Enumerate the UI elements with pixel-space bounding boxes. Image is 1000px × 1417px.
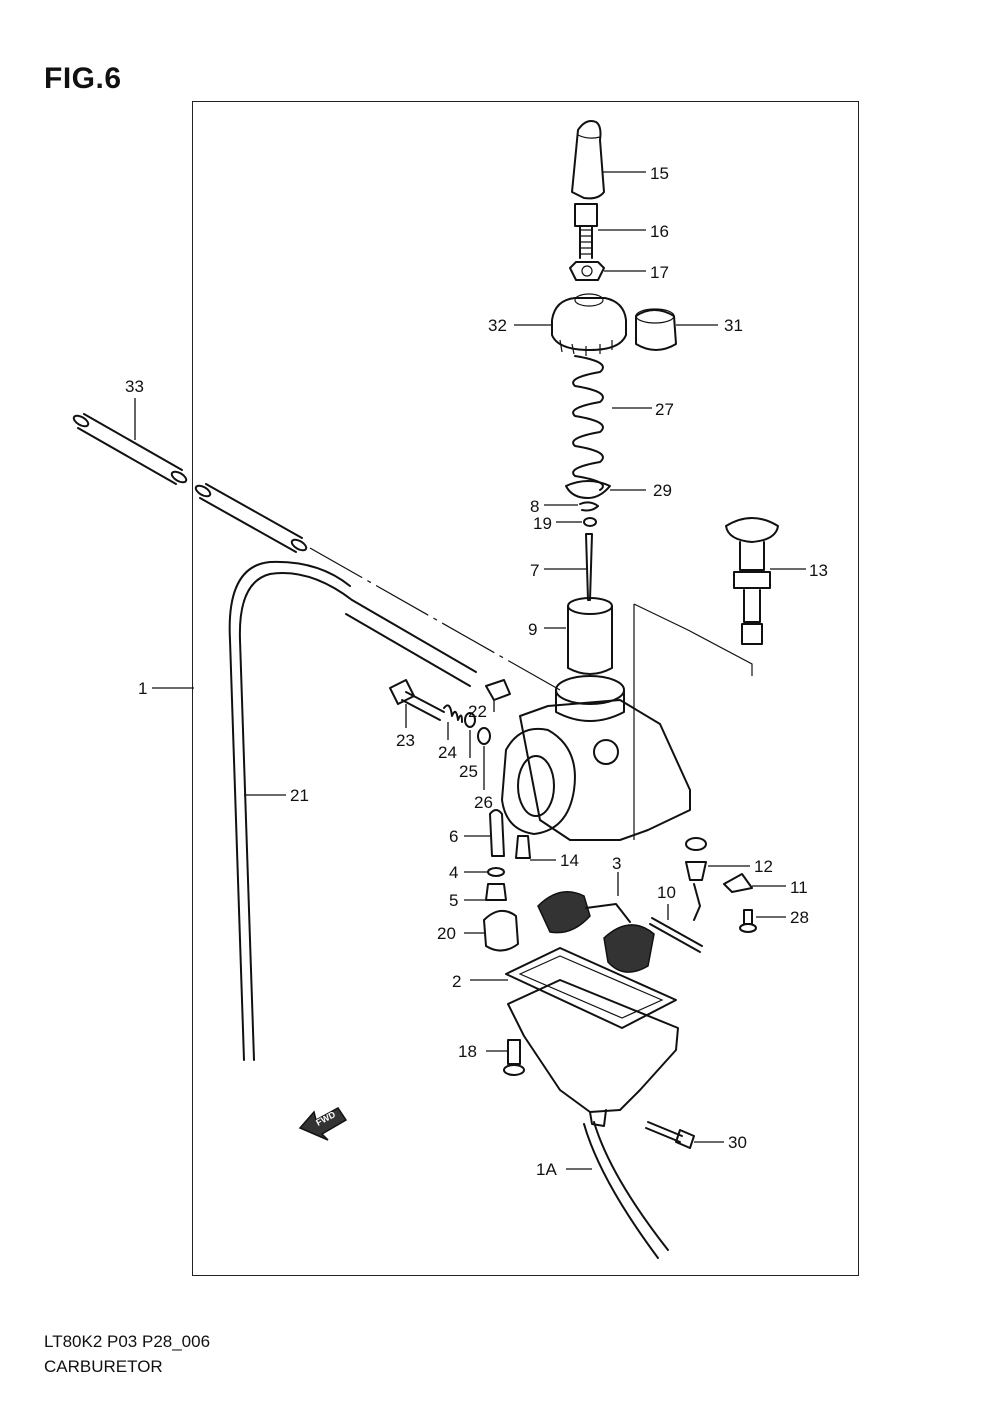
part-vent-tube-long bbox=[194, 483, 561, 691]
part-washer bbox=[583, 517, 597, 527]
callout-33: 33 bbox=[125, 377, 144, 396]
part-nut bbox=[569, 261, 605, 281]
footer-section-name: CARBURETOR bbox=[44, 1357, 163, 1376]
part-main-jet-holder bbox=[489, 809, 505, 857]
callout-25: 25 bbox=[459, 762, 478, 781]
part-float-pin bbox=[649, 917, 703, 953]
figure-title: FIG.6 bbox=[44, 62, 122, 95]
callout-labels: 15 16 17 32 31 27 8 29 19 7 13 9 33 1 22… bbox=[125, 164, 828, 1179]
callout-9: 9 bbox=[528, 620, 537, 639]
callout-24: 24 bbox=[438, 743, 457, 762]
part-rubber-boot bbox=[635, 308, 677, 351]
part-starter-plunger bbox=[725, 517, 779, 645]
part-float bbox=[537, 891, 655, 973]
callout-22: 22 bbox=[468, 702, 487, 721]
part-screw-30 bbox=[645, 1121, 695, 1149]
footer-model-code: LT80K2 P03 P28_006 bbox=[44, 1332, 211, 1351]
part-fuel-hose bbox=[228, 560, 353, 1061]
part-cap bbox=[571, 120, 605, 200]
part-pilot-jet bbox=[515, 835, 531, 859]
callout-3: 3 bbox=[612, 854, 621, 873]
part-throttle-valve bbox=[567, 597, 613, 675]
part-washer-small bbox=[477, 727, 491, 745]
callout-32: 32 bbox=[488, 316, 507, 335]
callout-15: 15 bbox=[650, 164, 669, 183]
callout-19: 19 bbox=[533, 514, 552, 533]
part-vent-tube-short bbox=[72, 413, 188, 485]
callout-13: 13 bbox=[809, 561, 828, 580]
part-adjuster-bolt bbox=[574, 203, 598, 259]
part-clip-11 bbox=[723, 873, 753, 893]
callout-23: 23 bbox=[396, 731, 415, 750]
part-washer-4 bbox=[487, 867, 505, 877]
part-pilot-screw bbox=[389, 679, 445, 721]
part-clip bbox=[579, 501, 599, 512]
part-drain-screw bbox=[503, 1039, 525, 1076]
part-top-cap bbox=[551, 293, 627, 356]
part-screw-spring bbox=[443, 704, 463, 723]
callout-16: 16 bbox=[650, 222, 669, 241]
part-cap-small bbox=[485, 679, 511, 701]
callout-11: 11 bbox=[790, 878, 808, 897]
callout-14: 14 bbox=[560, 851, 579, 870]
callout-17: 17 bbox=[650, 263, 669, 282]
part-needle-valve bbox=[685, 837, 707, 921]
part-spring-seat bbox=[565, 480, 611, 499]
callout-1A: 1A bbox=[536, 1160, 557, 1179]
callout-4: 4 bbox=[449, 863, 458, 882]
callout-27: 27 bbox=[655, 400, 674, 419]
callout-5: 5 bbox=[449, 891, 458, 910]
part-drain-hose bbox=[583, 1121, 669, 1259]
part-gasket bbox=[505, 947, 677, 1029]
callout-21: 21 bbox=[290, 786, 309, 805]
callout-18: 18 bbox=[458, 1042, 477, 1061]
part-o-ring bbox=[464, 712, 476, 728]
callout-1: 1 bbox=[138, 679, 147, 698]
callout-30: 30 bbox=[728, 1133, 747, 1152]
callout-12: 12 bbox=[754, 857, 773, 876]
callout-7: 7 bbox=[530, 561, 539, 580]
callout-6: 6 bbox=[449, 827, 458, 846]
part-carburetor-body bbox=[501, 603, 753, 841]
leader-lines bbox=[134, 171, 806, 1170]
callout-20: 20 bbox=[437, 924, 456, 943]
callout-28: 28 bbox=[790, 908, 809, 927]
callout-29: 29 bbox=[653, 481, 672, 500]
callout-10: 10 bbox=[657, 883, 676, 902]
part-spring bbox=[572, 355, 604, 491]
fwd-arrow-icon bbox=[298, 1107, 348, 1141]
callout-2: 2 bbox=[452, 972, 461, 991]
callout-31: 31 bbox=[724, 316, 743, 335]
part-main-jet bbox=[485, 883, 507, 901]
part-jet-needle bbox=[585, 533, 593, 601]
callout-8: 8 bbox=[530, 497, 539, 516]
callout-26: 26 bbox=[474, 793, 493, 812]
part-cover-20 bbox=[483, 909, 519, 952]
part-float-chamber bbox=[507, 979, 679, 1127]
part-screw-28 bbox=[739, 909, 757, 933]
